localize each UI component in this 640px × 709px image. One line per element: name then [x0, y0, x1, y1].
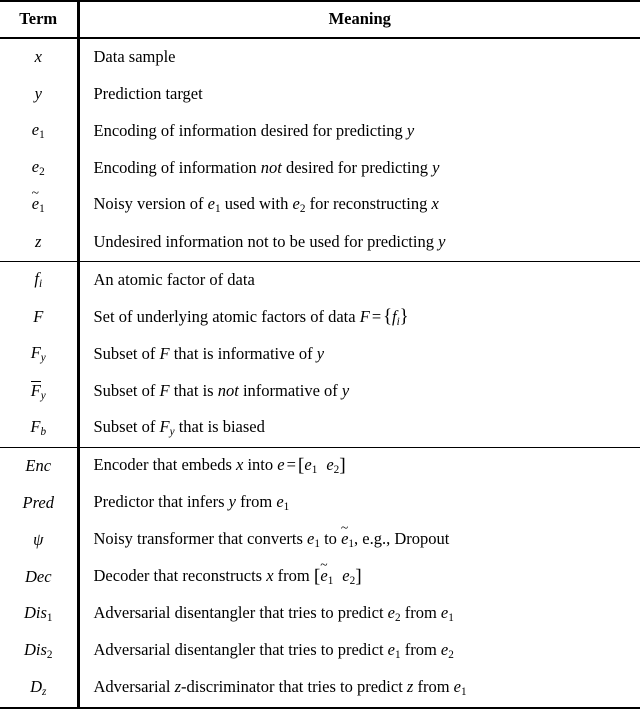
meaning-cell: Predictor that infers y from e1	[76, 485, 640, 522]
term-cell: Fb	[30, 416, 47, 438]
meaning-cell: Adversarial disentangler that tries to p…	[76, 596, 640, 633]
meaning-cell: An atomic factor of data	[76, 261, 640, 299]
header-row: Term Meaning	[0, 0, 640, 39]
meaning-cell: Prediction target	[76, 76, 640, 113]
meaning-cell: Data sample	[76, 38, 640, 76]
meaning-cell: Subset of F that is informative of y	[76, 336, 640, 373]
table-row: Dz Adversarial z-discriminator that trie…	[0, 670, 640, 709]
term-cell: Dec	[24, 567, 52, 587]
term-cell: Enc	[0, 447, 78, 485]
term-cell: Fy	[30, 342, 46, 364]
meaning-cell: Noisy version of e1 used with e2 for rec…	[76, 187, 640, 224]
table-row: x Data sample	[0, 38, 640, 76]
table-row: ψ Noisy transformer that converts e1 to …	[0, 521, 640, 559]
table-row: Dis2 Adversarial disentangler that tries…	[0, 633, 640, 670]
table-row: Fy Subset of F that is informative of y	[0, 336, 640, 373]
term-cell: x	[34, 47, 42, 67]
meaning-cell: Encoding of information desired for pred…	[76, 113, 640, 150]
term-cell: Fy	[30, 380, 46, 402]
meaning-cell: Set of underlying atomic factors of data…	[76, 299, 640, 336]
table-row: e1 Encoding of information desired for p…	[0, 113, 640, 150]
term-cell: ψ	[33, 530, 44, 550]
term-cell: Dz	[0, 670, 78, 709]
term-cell: fi	[0, 261, 78, 299]
table-row: Pred Predictor that infers y from e1	[0, 485, 640, 522]
term-cell: Pred	[22, 493, 54, 513]
meaning-cell: Noisy transformer that converts e1 to ~e…	[76, 521, 640, 559]
term-cell: e1	[31, 119, 45, 141]
table-row: e2 Encoding of information not desired f…	[0, 150, 640, 187]
table-row: y Prediction target	[0, 76, 640, 113]
table-body: x Data sample y Prediction target e1 Enc…	[0, 38, 640, 709]
meaning-cell: Undesired information not to be used for…	[76, 224, 640, 262]
column-header-meaning: Meaning	[76, 0, 640, 39]
table-row: F Set of underlying atomic factors of da…	[0, 299, 640, 336]
term-cell: e2	[31, 156, 45, 178]
term-cell: Dis1	[23, 602, 53, 624]
table-row: z Undesired information not to be used f…	[0, 224, 640, 262]
table-row: Dec Decoder that reconstructs x from [~e…	[0, 558, 640, 596]
meaning-cell: Adversarial z-discriminator that tries t…	[76, 670, 640, 709]
term-cell: Dis2	[23, 639, 53, 661]
table-row: Dis1 Adversarial disentangler that tries…	[0, 596, 640, 633]
table-header: Term Meaning	[0, 0, 640, 39]
table-row: Fb Subset of Fy that is biased	[0, 410, 640, 448]
meaning-cell: Adversarial disentangler that tries to p…	[76, 633, 640, 670]
term-cell: F	[33, 307, 44, 327]
meaning-cell: Subset of F that is not informative of y	[76, 373, 640, 410]
table-row: Fy Subset of F that is not informative o…	[0, 373, 640, 410]
table-row: ~e1 Noisy version of e1 used with e2 for…	[0, 185, 640, 224]
term-cell: ~e1	[31, 185, 45, 215]
meaning-cell: Subset of Fy that is biased	[76, 410, 640, 448]
table-row: fi An atomic factor of data	[0, 261, 640, 299]
meaning-cell: Encoding of information not desired for …	[76, 150, 640, 187]
term-cell: z	[35, 232, 42, 252]
term-cell: y	[34, 84, 42, 104]
column-header-term: Term	[0, 0, 78, 39]
